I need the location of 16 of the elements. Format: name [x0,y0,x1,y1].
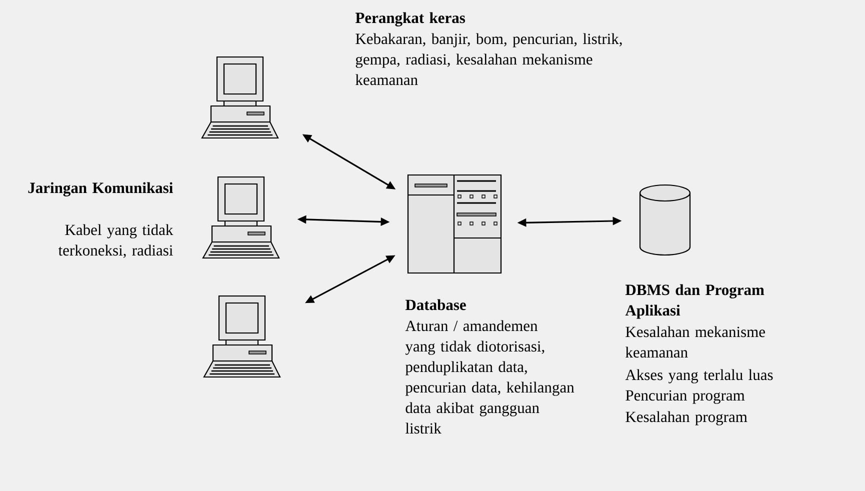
heading: DBMS dan Program Aplikasi [625,284,764,319]
risk-text: Kebakaran, banjir, bom, pencurian, listrik, gempa, radiasi, kesalahan mekanisme keamanan [356,33,622,86]
risk-text: Pencurian program [626,390,745,404]
heading: Jaringan Komunikasi [28,182,173,196]
computer-drawing [202,176,280,259]
database-cylinder [639,184,691,256]
server-drawing [407,174,502,274]
risk-text: Kabel yang tidak terkoneksi, radiasi [58,224,174,258]
risk-text: Kesalahan mekanisme keamanan [626,326,765,358]
risk-text: Kesalahan program [626,411,748,426]
heading: Database [405,299,466,310]
computer-drawing [203,295,281,378]
heading: Perangkat keras [355,12,466,26]
risk-text: Akses yang terlalu luas [625,369,773,384]
risk-text: Aturan / amandemen yang tidak diotorisasi, penduplikatan data, pencurian data, kehilangan data akibat gangguan listrik [405,320,574,434]
computer-drawing [201,56,279,139]
